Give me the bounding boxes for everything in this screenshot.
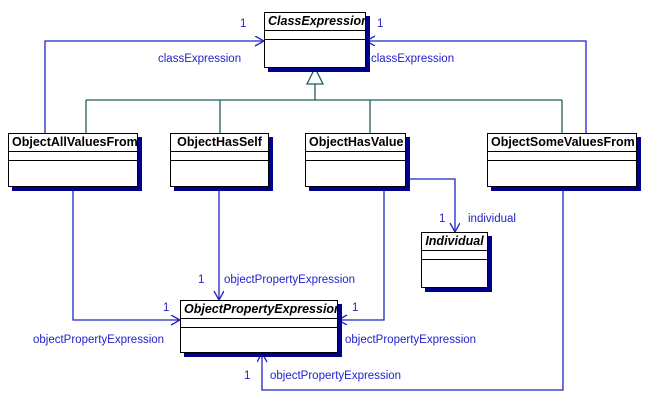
class-attributes-compartment: [171, 152, 268, 161]
class-name-individual: Individual: [422, 233, 487, 251]
multiplicity-some-values-object-property-expression: 1: [244, 370, 251, 382]
role-label-some-values-class-expression: classExpression: [371, 53, 455, 65]
class-attributes-compartment: [9, 152, 137, 161]
class-attributes-compartment: [488, 152, 636, 161]
class-name-object-has-self: ObjectHasSelf: [171, 134, 268, 152]
role-label-has-value-object-property-expression: objectPropertyExpression: [345, 334, 477, 346]
assoc-has-value-object-property-expression: [338, 187, 385, 320]
multiplicity-has-value-individual: 1: [439, 213, 446, 225]
assoc-all-values-object-property-expression: [72, 187, 180, 320]
role-label-has-self-object-property-expression: objectPropertyExpression: [224, 274, 356, 286]
multiplicity-some-values-class-expression: 1: [377, 18, 384, 30]
generalization-triangle: [305, 66, 325, 85]
assoc-has-value-individual: [406, 178, 455, 232]
role-label-all-values-class-expression: classExpression: [158, 53, 242, 65]
role-label-all-values-object-property-expression: objectPropertyExpression: [33, 334, 165, 346]
assoc-some-values-class-expression: [366, 41, 587, 133]
multiplicity-all-values-class-expression: 1: [240, 18, 247, 30]
role-label-some-values-object-property-expression: objectPropertyExpression: [270, 370, 402, 382]
generalization-tree: [85, 84, 563, 133]
class-box-object-some-values-from[interactable]: ObjectSomeValuesFrom: [487, 133, 637, 187]
assoc-all-values-class-expression: [44, 41, 264, 133]
class-name-class-expression: ClassExpression: [265, 13, 365, 31]
class-name-object-property-expression: ObjectPropertyExpression: [181, 301, 337, 319]
class-name-object-all-values-from: ObjectAllValuesFrom: [9, 134, 137, 152]
class-box-class-expression[interactable]: ClassExpression: [264, 12, 366, 68]
class-name-object-has-value: ObjectHasValue: [306, 134, 405, 152]
role-label-has-value-individual: individual: [468, 213, 516, 225]
class-operations-compartment: [422, 260, 487, 314]
multiplicity-has-self-object-property-expression: 1: [198, 274, 205, 286]
class-box-object-has-value[interactable]: ObjectHasValue: [305, 133, 406, 187]
class-attributes-compartment: [306, 152, 405, 161]
class-attributes-compartment: [265, 31, 365, 40]
class-operations-compartment: [265, 40, 365, 94]
class-operations-compartment: [171, 161, 268, 213]
class-box-object-property-expression[interactable]: ObjectPropertyExpression: [180, 300, 338, 353]
association-lines: [44, 41, 587, 391]
class-box-object-has-self[interactable]: ObjectHasSelf: [170, 133, 269, 187]
class-box-individual[interactable]: Individual: [421, 232, 488, 288]
class-operations-compartment: [488, 161, 636, 213]
class-name-object-some-values-from: ObjectSomeValuesFrom: [488, 134, 636, 152]
multiplicity-all-values-object-property-expression: 1: [163, 302, 170, 314]
class-box-object-all-values-from[interactable]: ObjectAllValuesFrom: [8, 133, 138, 187]
class-attributes-compartment: [181, 319, 337, 328]
class-operations-compartment: [306, 161, 405, 213]
class-operations-compartment: [9, 161, 137, 213]
assoc-some-values-object-property-expression: [262, 187, 564, 391]
class-attributes-compartment: [422, 251, 487, 260]
multiplicity-has-value-object-property-expression: 1: [352, 302, 359, 314]
